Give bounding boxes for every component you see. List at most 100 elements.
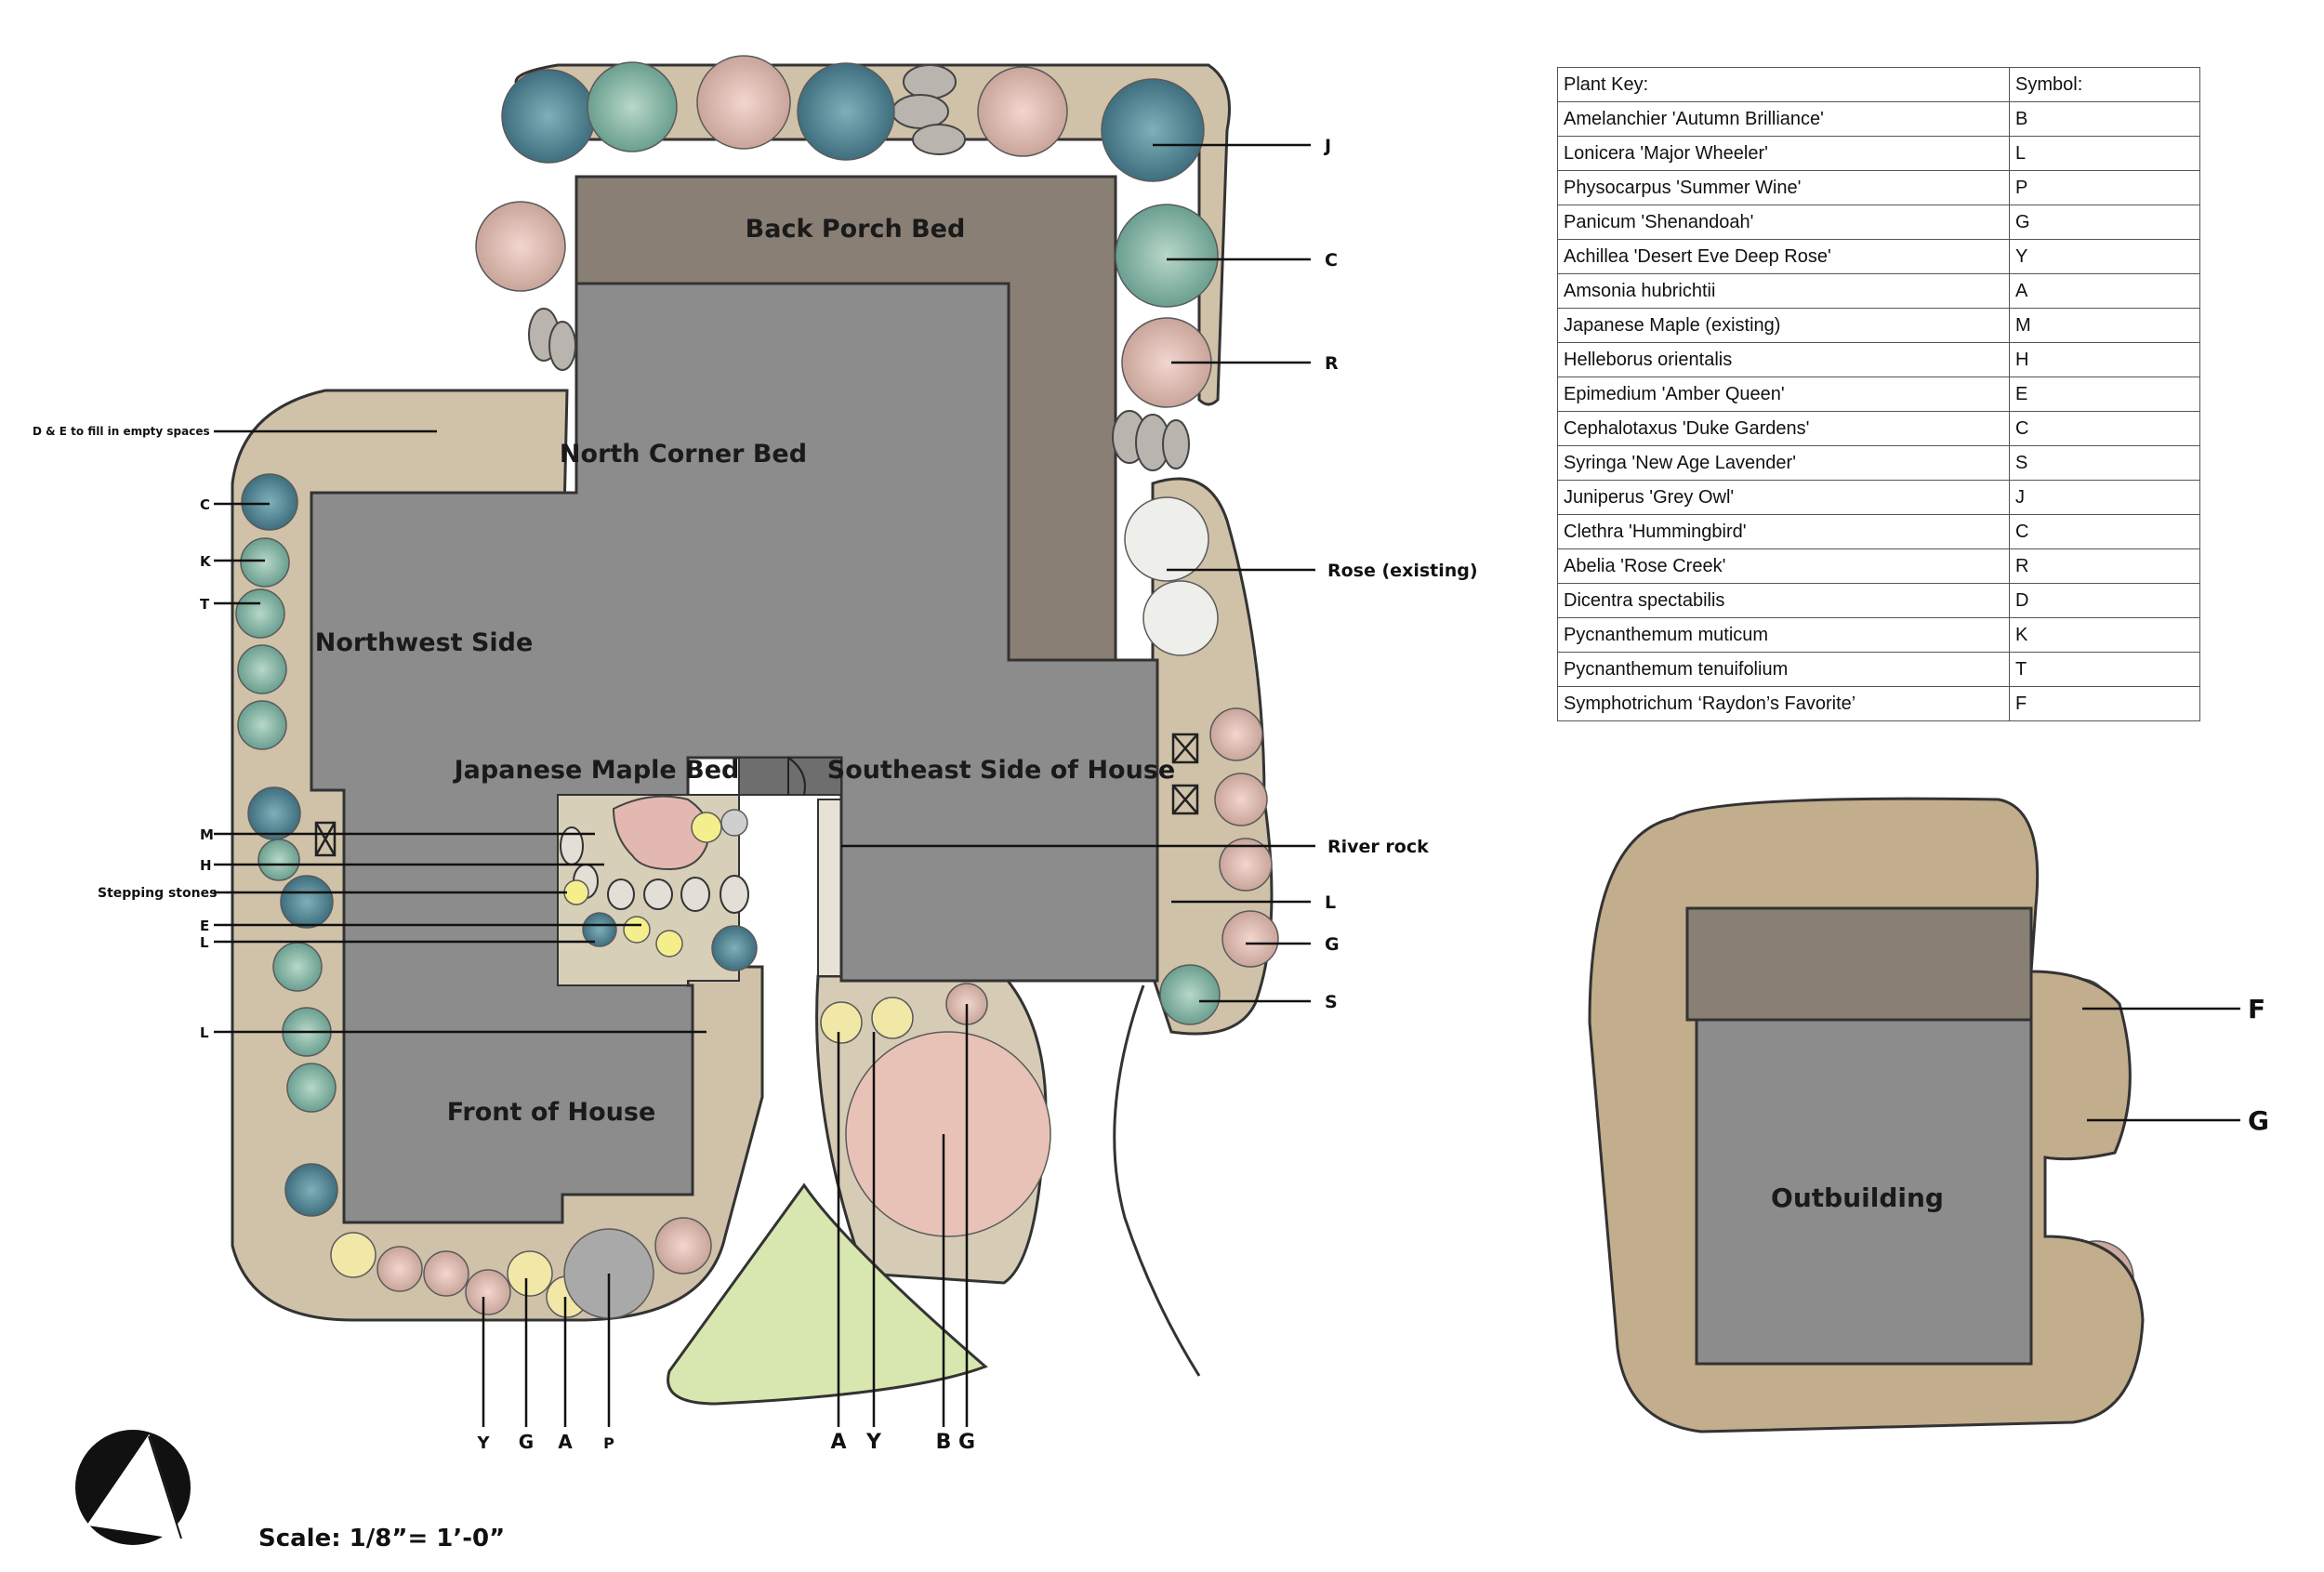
river-rock-piles xyxy=(528,64,1190,471)
callout-right-s: S xyxy=(1325,992,1338,1012)
plant-key-symbol: B xyxy=(2009,101,2200,137)
plant-key-row: Amelanchier 'Autumn Brilliance'B xyxy=(1557,101,2200,137)
plant-key-name: Syringa 'New Age Lavender' xyxy=(1557,445,2010,481)
plant-key-name: Achillea 'Desert Eve Deep Rose' xyxy=(1557,239,2010,274)
label-southeast-side: Southeast Side of House xyxy=(827,756,1175,785)
outbuilding-footprint xyxy=(1695,1018,2033,1366)
plant-key-row: Physocarpus 'Summer Wine'P xyxy=(1557,170,2200,205)
plant-key-name: Abelia 'Rose Creek' xyxy=(1557,548,2010,584)
label-japanese-maple-bed: Japanese Maple Bed xyxy=(453,756,740,785)
callout-bottom-g1: G xyxy=(519,1431,534,1453)
callout-right-r: R xyxy=(1325,353,1339,374)
plant-key-row: Lonicera 'Major Wheeler'L xyxy=(1557,136,2200,171)
plant-key-name: Amelanchier 'Autumn Brilliance' xyxy=(1557,101,2010,137)
entry-door xyxy=(738,757,842,796)
callout-rose-existing: Rose (existing) xyxy=(1327,561,1478,581)
plant-key-header-plant: Plant Key: xyxy=(1557,67,2010,102)
plant-key-row: Epimedium 'Amber Queen'E xyxy=(1557,376,2200,412)
house-footprint xyxy=(310,282,1159,1224)
callout-left-l2: L xyxy=(200,1024,209,1041)
label-north-corner-bed: North Corner Bed xyxy=(560,440,807,469)
door-swing xyxy=(787,757,806,796)
plant-key-row: Cephalotaxus 'Duke Gardens'C xyxy=(1557,411,2200,446)
plant-key-header: Plant Key: Symbol: xyxy=(1557,67,2200,102)
label-outbuilding: Outbuilding xyxy=(1771,1182,1944,1213)
plant-key-table: Plant Key: Symbol: Amelanchier 'Autumn B… xyxy=(1557,67,2200,721)
plant-key-row: Achillea 'Desert Eve Deep Rose'Y xyxy=(1557,239,2200,274)
callout-stepping-stones: Stepping stones xyxy=(98,886,217,901)
plant-key-row: Japanese Maple (existing)M xyxy=(1557,308,2200,343)
callout-river-rock: River rock xyxy=(1327,837,1429,857)
callout-bottom-y2: Y xyxy=(865,1431,882,1454)
plant-key-name: Lonicera 'Major Wheeler' xyxy=(1557,136,2010,171)
plant-key-symbol: L xyxy=(2009,136,2200,171)
japanese-maple xyxy=(612,795,710,871)
plant-key-symbol: H xyxy=(2009,342,2200,377)
callout-bottom-a1: A xyxy=(558,1431,573,1453)
plant-key-row: Panicum 'Shenandoah'G xyxy=(1557,205,2200,240)
plant-key-symbol: S xyxy=(2009,445,2200,481)
label-back-porch-bed: Back Porch Bed xyxy=(746,215,966,244)
plant-key-name: Clethra 'Hummingbird' xyxy=(1557,514,2010,549)
callout-fill-note: D & E to fill in empty spaces xyxy=(33,425,210,438)
plant-key-row: Syringa 'New Age Lavender'S xyxy=(1557,445,2200,481)
plant-key-header-symbol: Symbol: xyxy=(2009,67,2200,102)
callout-bottom-g2: G xyxy=(958,1431,975,1454)
plant-key-row: Clethra 'Hummingbird'C xyxy=(1557,514,2200,549)
callout-left-l1: L xyxy=(200,934,209,951)
walkway xyxy=(817,799,842,977)
plant-key-symbol: T xyxy=(2009,652,2200,687)
plant-key-symbol: P xyxy=(2009,170,2200,205)
north-arrow: N xyxy=(75,1430,191,1545)
plant-key-name: Japanese Maple (existing) xyxy=(1557,308,2010,343)
plant-key-name: Cephalotaxus 'Duke Gardens' xyxy=(1557,411,2010,446)
callout-bottom-a2: A xyxy=(830,1431,846,1454)
plant-key-symbol: D xyxy=(2009,583,2200,618)
callout-left-c: C xyxy=(200,496,210,513)
plant-key-symbol: R xyxy=(2009,548,2200,584)
plant-key-name: Amsonia hubrichtii xyxy=(1557,273,2010,309)
plant-key-symbol: M xyxy=(2009,308,2200,343)
plant-key-name: Pycnanthemum muticum xyxy=(1557,617,2010,653)
plant-key-name: Panicum 'Shenandoah' xyxy=(1557,205,2010,240)
plant-key-name: Pycnanthemum tenuifolium xyxy=(1557,652,2010,687)
plant-key-symbol: Y xyxy=(2009,239,2200,274)
callout-outbuilding-f: F xyxy=(2248,994,2265,1024)
stepping-stones xyxy=(560,826,749,914)
callout-left-m: M xyxy=(200,826,214,843)
lawn-wedge xyxy=(667,1182,988,1406)
callout-outbuilding-g: G xyxy=(2248,1105,2269,1136)
plant-key-symbol: E xyxy=(2009,376,2200,412)
plant-key-symbol: C xyxy=(2009,411,2200,446)
plant-key-name: Helleborus orientalis xyxy=(1557,342,2010,377)
scale-label: Scale: 1/8”= 1’-0” xyxy=(258,1525,506,1552)
plant-key-name: Dicentra spectabilis xyxy=(1557,583,2010,618)
plant-key-name: Epimedium 'Amber Queen' xyxy=(1557,376,2010,412)
callout-left-e: E xyxy=(200,918,209,934)
plant-key-symbol: K xyxy=(2009,617,2200,653)
plant-key-symbol: F xyxy=(2009,686,2200,721)
label-front-of-house: Front of House xyxy=(447,1098,656,1127)
plant-key-symbol: J xyxy=(2009,480,2200,515)
plant-key-row: Abelia 'Rose Creek'R xyxy=(1557,548,2200,584)
callout-right-l: L xyxy=(1325,892,1336,913)
boxed-markers xyxy=(314,733,1199,857)
plant-key-symbol: A xyxy=(2009,273,2200,309)
callout-bottom-p: P xyxy=(603,1434,614,1452)
callout-right-c: C xyxy=(1325,250,1338,271)
plant-key-row: Symphotrichum ‘Raydon’s Favorite’F xyxy=(1557,686,2200,721)
plant-key-name: Juniperus 'Grey Owl' xyxy=(1557,480,2010,515)
driveway-edge xyxy=(1113,984,1201,1377)
callout-left-h: H xyxy=(200,857,212,874)
callout-left-t: T xyxy=(200,596,210,613)
plant-key-name: Symphotrichum ‘Raydon’s Favorite’ xyxy=(1557,686,2010,721)
callout-bottom-y1: Y xyxy=(476,1433,490,1453)
outbuilding-porch xyxy=(1685,906,2033,1022)
plant-key-symbol: C xyxy=(2009,514,2200,549)
